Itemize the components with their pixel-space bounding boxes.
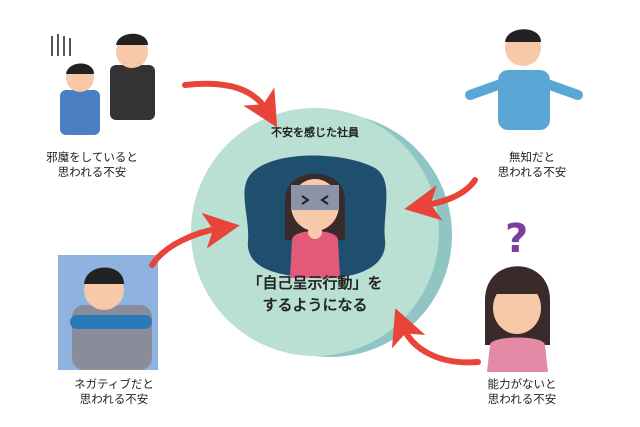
anxiety-label-incompetent: 能力がないと 思われる不安 [472,377,572,407]
depressed-person-illustration [58,255,158,370]
question-mark-icon: ? [505,216,528,262]
confused-woman-illustration: ? [485,216,550,372]
center-main-line2: するようになる [262,296,368,314]
label-line1: 能力がないと [487,377,557,391]
arrow-top-left [182,80,278,128]
shrugging-man-illustration [465,29,583,130]
label-line2: 思われる不安 [57,165,127,179]
arrow-bottom-left [149,212,240,268]
label-line1: 邪魔をしていると [46,150,138,164]
center-title: 不安を感じた社員 [271,126,359,139]
label-line1: ネガティブだと [74,377,154,391]
label-line1: 無知だと [509,150,555,164]
arrow-top-right [404,177,478,221]
label-line2: 思われる不安 [79,392,149,406]
center-main-text: 「自己呈示行動」を するようになる [225,272,405,316]
anxiety-label-ignorant: 無知だと 思われる不安 [482,150,582,180]
boss-scolding-illustration [51,33,155,135]
anxious-woman-illustration [285,173,345,278]
label-line2: 思われる不安 [497,165,567,179]
label-line2: 思われる不安 [487,392,557,406]
anxiety-label-obstruct: 邪魔をしていると 思われる不安 [42,150,142,180]
center-main-line1: 「自己呈示行動」を [247,274,383,292]
arrow-bottom-right [391,308,481,366]
anxiety-label-negative: ネガティブだと 思われる不安 [64,377,164,407]
